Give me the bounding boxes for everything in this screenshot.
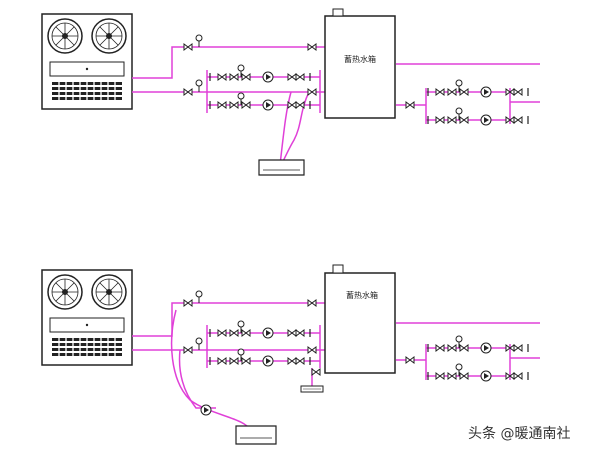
top-pump-row-2 [210,93,310,110]
top-pump-row-1 [210,65,310,82]
bottom-pump-row-1 [210,321,310,338]
bottom-right-pump-row-1 [428,336,528,353]
bottom-tank-label: 蓄热水箱 [346,290,378,300]
bottom-heat-pump-unit [42,270,132,365]
top-right-pump-row-2 [428,108,528,125]
top-heat-pump-unit [42,14,132,109]
bottom-tank-vent [332,264,344,274]
bottom-storage-tank [324,272,396,374]
bottom-system: 蓄热水箱 [42,264,540,445]
top-storage-tank [324,15,396,119]
top-water-basin [258,159,305,176]
top-tank-label: 蓄热水箱 [344,54,376,64]
bottom-pump-row-2 [210,349,310,366]
bottom-water-basin [235,425,277,445]
top-system: 蓄热水箱 [42,8,540,176]
top-right-pump-row-1 [428,80,528,97]
top-tank-vent [332,8,344,17]
watermark: 头条 @暖通南社 [468,426,571,442]
bottom-right-pump-row-2 [428,364,528,381]
bottom-return-pump [200,404,212,416]
